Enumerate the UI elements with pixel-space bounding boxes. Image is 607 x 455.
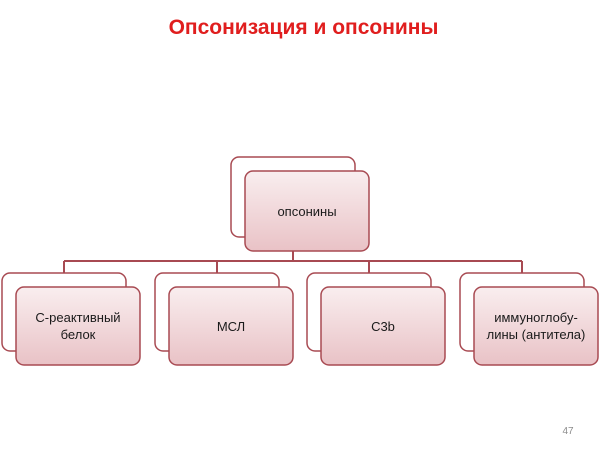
node-child-1-label: С-реактивный белок: [35, 310, 121, 342]
node-child-3-label: C3b: [371, 318, 395, 334]
node-child-1-box: [15, 286, 141, 366]
node-child-2-label: МСЛ: [216, 318, 246, 334]
node-child-3-box: [320, 286, 446, 366]
node-root: [230, 156, 370, 252]
node-child-2-box: [168, 286, 294, 366]
page-number: 47: [562, 426, 574, 437]
node-child-1: [1, 272, 141, 366]
node-child-4: [459, 272, 599, 366]
node-child-4-box: [473, 286, 599, 366]
node-root-label: опсонины: [277, 203, 337, 219]
node-child-2: [154, 272, 294, 366]
slide-title: Опсонизация и опсонины: [168, 16, 439, 39]
node-root-box: [244, 170, 370, 252]
node-child-4-label: иммуноглобу-лины (антитела): [486, 310, 586, 342]
node-child-3: [306, 272, 446, 366]
